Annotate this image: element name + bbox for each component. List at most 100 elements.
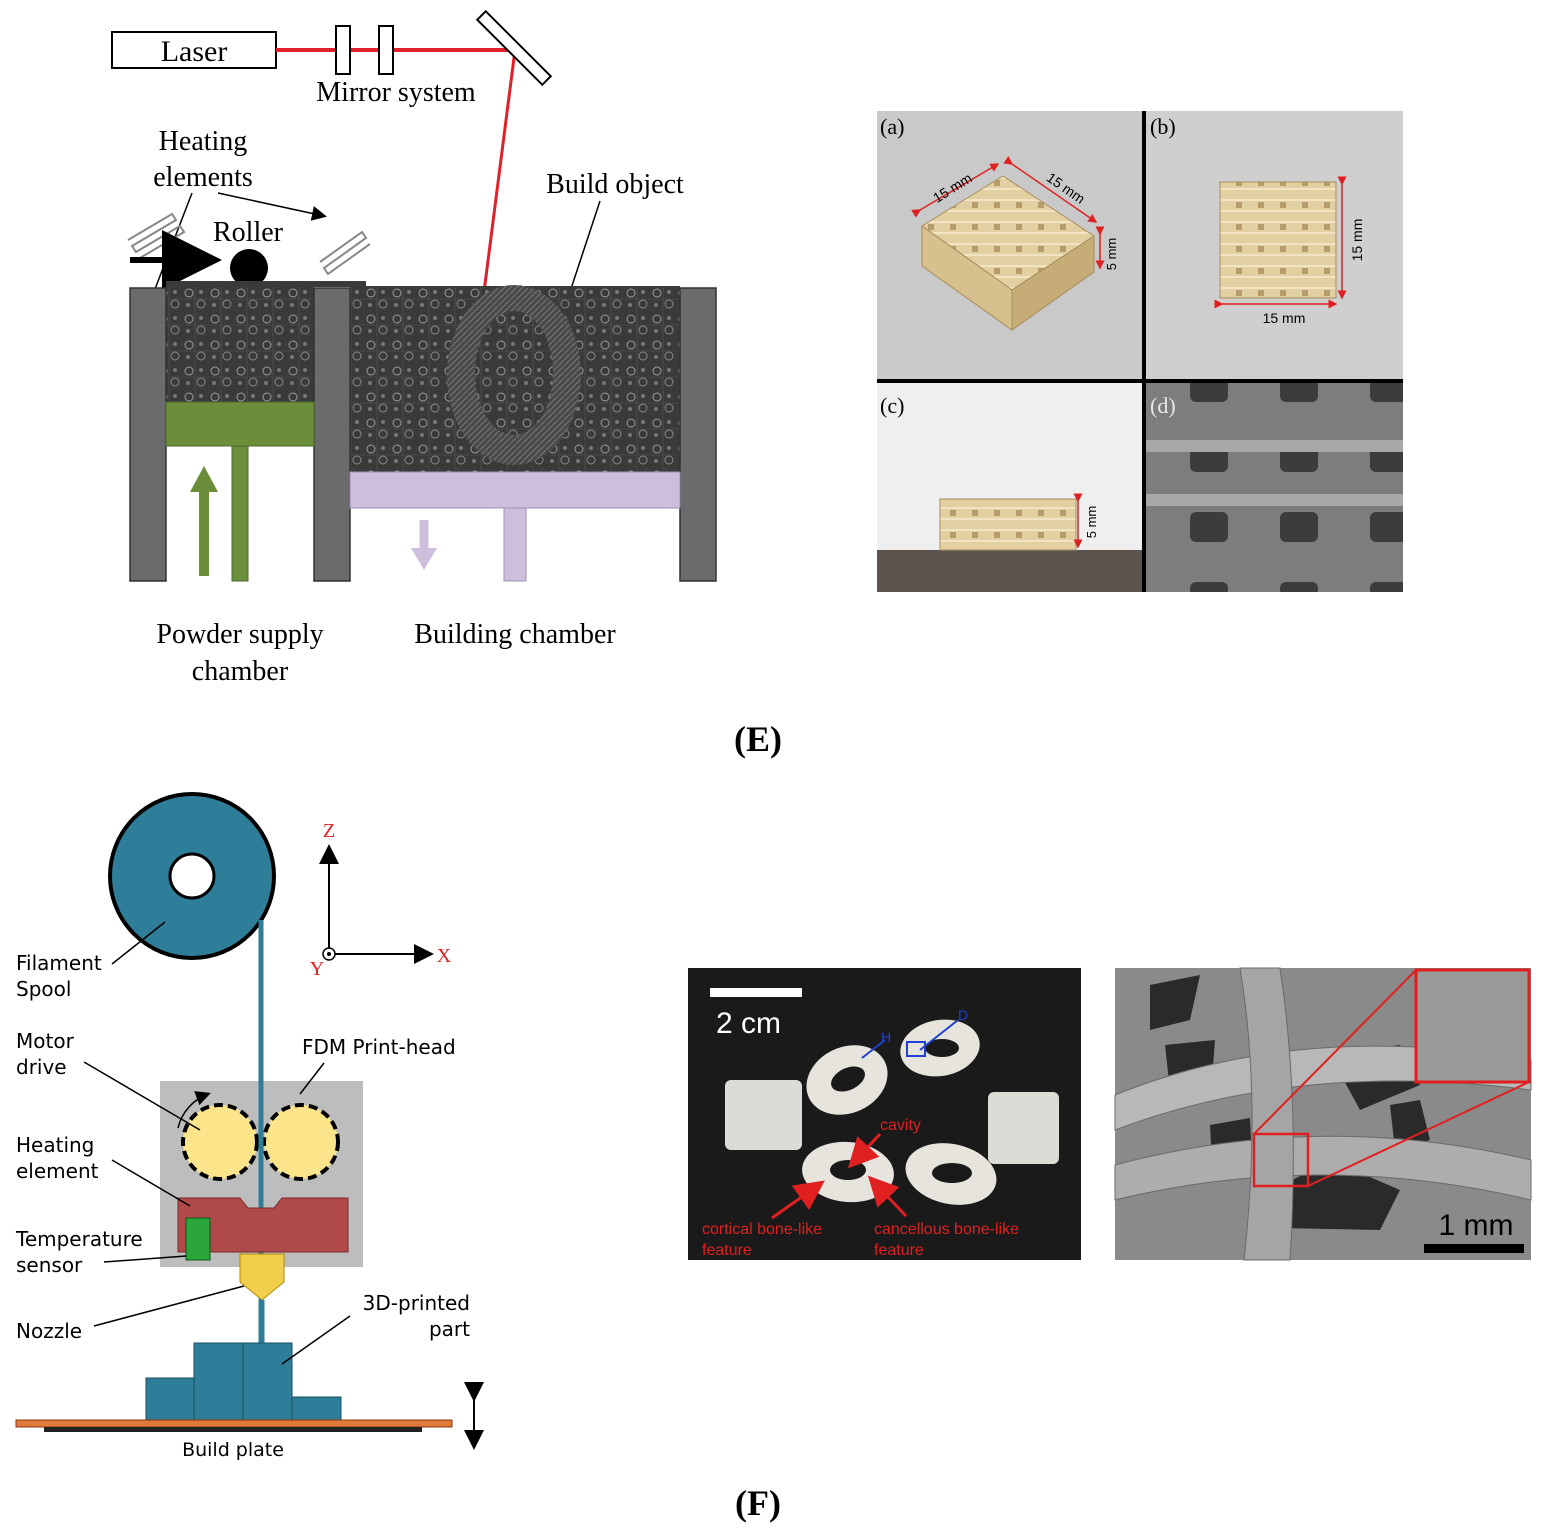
diameter-marker <box>919 1019 959 1051</box>
sem-image: 1 mm <box>1114 967 1532 1261</box>
print-head-label: FDM Print-head <box>302 1035 456 1059</box>
supply-up-arrowhead <box>190 466 218 492</box>
nozzle-pointer <box>93 1285 245 1327</box>
filament-label-2: Spool <box>16 977 71 1001</box>
powder-supply-bed <box>166 286 314 402</box>
fdm-schematic: Z X Y Filament Spool FDM Print-head Moto… <box>15 792 484 1461</box>
roller <box>230 249 268 287</box>
bone-section-4-hole <box>932 1163 972 1183</box>
photo-b-tag: (b) <box>1150 114 1176 139</box>
scale-label-2cm: 2 cm <box>716 1007 781 1040</box>
heater-block <box>177 1197 349 1253</box>
supply-piston-plate <box>165 401 315 447</box>
dim-line-a1 <box>911 163 1000 218</box>
filament-label-1: Filament <box>16 951 102 975</box>
photo-a-dim3: 5 mm <box>1104 238 1119 271</box>
part-label-2: part <box>429 1317 470 1341</box>
printed-part-column-left <box>193 1342 244 1421</box>
scaffold-side-view <box>939 498 1077 551</box>
scale-bar-2cm <box>710 988 802 997</box>
motor-pointer <box>83 1061 201 1131</box>
axis-z-label: Z <box>323 820 335 842</box>
zoom-box-blue <box>906 1041 926 1057</box>
rotation-arrow-icon <box>177 1091 211 1129</box>
nozzle-label: Nozzle <box>16 1319 82 1343</box>
temp-label-1: Temperature <box>15 1227 143 1251</box>
zoom-box-small <box>1252 1132 1310 1188</box>
panel-f-caption: (F) <box>735 1483 781 1523</box>
bone-scaffold-photo: 2 cm H D cavity cortical bone-like featu… <box>688 968 1081 1260</box>
axis-x-label: X <box>437 945 452 967</box>
temp-pointer <box>103 1255 187 1263</box>
print-head-pointer <box>299 1062 325 1095</box>
axis-y-dot <box>327 952 331 956</box>
printed-part-column-right <box>242 1342 293 1421</box>
lens-1 <box>335 25 351 75</box>
heating-label-1: Heating <box>16 1133 94 1157</box>
motor-label-2: drive <box>16 1055 67 1079</box>
temperature-sensor <box>185 1217 211 1261</box>
bone-tube-left <box>725 1080 802 1150</box>
build-object-core <box>475 311 553 435</box>
laser-box <box>111 31 277 69</box>
bone-section-1-hole <box>831 1066 865 1092</box>
heating-label-2: element <box>16 1159 99 1183</box>
zoom-connector-2 <box>1307 1081 1530 1187</box>
roller-label: Roller <box>213 217 284 248</box>
heating-elements-label-2: elements <box>153 162 253 193</box>
part-pointer <box>281 1315 351 1365</box>
wall-left <box>129 287 167 582</box>
photo-a-tag: (a) <box>880 114 904 139</box>
photo-c-tag: (c) <box>880 393 904 418</box>
heater-coil-right <box>319 230 371 276</box>
height-label: H <box>881 1029 891 1045</box>
height-marker <box>861 1039 886 1059</box>
laser-beam-down <box>482 49 517 293</box>
build-plate-label: Build plate <box>182 1439 284 1461</box>
photo-d-tag: (d) <box>1150 393 1176 418</box>
filament-pointer <box>111 921 166 965</box>
scale-bar-1mm <box>1424 1244 1524 1253</box>
motor-gear-right <box>262 1103 340 1181</box>
panel-e-caption: (E) <box>734 719 782 759</box>
photo-c-dim1: 5 mm <box>1084 506 1099 539</box>
build-object-label: Build object <box>546 169 684 200</box>
supply-piston-rod <box>231 445 249 582</box>
build-down-arrowhead <box>411 548 437 570</box>
zoom-connector-1 <box>1253 969 1417 1135</box>
spool-hub <box>168 852 216 900</box>
build-plate-base <box>44 1427 422 1432</box>
scaffold-top-view <box>1219 181 1337 299</box>
powder-supply-label-1: Powder supply <box>156 619 323 650</box>
build-plate <box>15 1419 453 1428</box>
cavity-pointer <box>847 1132 882 1169</box>
photo-b-dim2: 15 mm <box>1263 310 1306 326</box>
bone-section-2-hole <box>925 1039 959 1057</box>
sem-pore-1 <box>1150 975 1200 1030</box>
photo-d-strut-2 <box>1146 494 1403 506</box>
motor-gear-left <box>181 1103 259 1181</box>
lens-2 <box>378 25 394 75</box>
printed-part-base-right <box>291 1396 342 1421</box>
cavity-label: cavity <box>880 1117 921 1134</box>
bone-section-3-hole <box>830 1160 866 1180</box>
printed-part-base-left <box>145 1377 195 1421</box>
cancellous-pointer <box>867 1175 908 1218</box>
cortical-label-2: feature <box>702 1242 752 1259</box>
powder-layer-top <box>166 281 366 287</box>
mirror-system-label: Mirror system <box>316 77 476 108</box>
zoom-inset <box>1414 968 1531 1084</box>
nozzle <box>239 1253 285 1301</box>
heating-pointer <box>111 1159 191 1207</box>
build-piston-plate <box>349 471 681 509</box>
cortical-pointer <box>771 1180 825 1220</box>
sem-pore-6 <box>1390 1100 1430 1150</box>
photo-b-dim1: 15 mm <box>1349 219 1365 262</box>
axis-y-label: Y <box>310 958 324 980</box>
photo-c-table <box>877 550 1143 592</box>
building-chamber-label: Building chamber <box>414 619 616 650</box>
wall-right <box>679 287 717 582</box>
build-piston-rod <box>503 507 527 582</box>
photo-d-sem <box>1146 383 1403 592</box>
